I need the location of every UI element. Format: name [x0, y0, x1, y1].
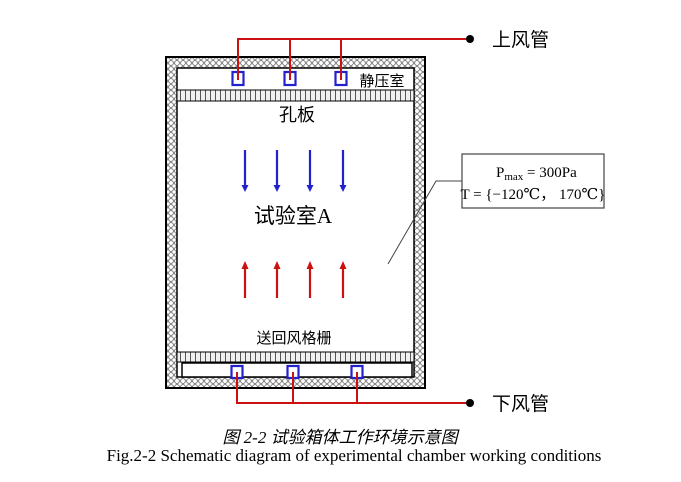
up-arrow-head-icon — [241, 261, 249, 269]
upper-duct-main-pipe — [237, 38, 470, 80]
pressure-condition-text: Pmax = 300Pa — [496, 165, 577, 183]
chamber-inner-cavity — [176, 67, 415, 378]
lower-duct-main-pipe — [236, 372, 470, 404]
upper-duct-junction-dot — [466, 35, 474, 43]
up-arrow-head-icon — [306, 261, 314, 269]
test-room-label: 试验室A — [254, 204, 333, 228]
lower-duct-pipes — [236, 372, 470, 404]
lower-duct-label: 下风管 — [492, 393, 549, 415]
condition-box — [461, 153, 605, 209]
static-pressure-room-label: 静压室 — [359, 73, 404, 90]
upper-duct-label: 上风管 — [492, 29, 549, 51]
upper-duct-pipes — [237, 38, 470, 80]
upflow-arrows — [241, 261, 347, 298]
lower-duct-junction-dot — [466, 399, 474, 407]
condition-leader-line — [387, 180, 462, 265]
up-arrow-head-icon — [339, 261, 347, 269]
down-arrow-head-icon — [339, 185, 347, 192]
orifice-plate-strip — [176, 89, 415, 102]
temperature-condition-text: T = {−120℃， 170℃} — [460, 187, 605, 203]
figure-caption-en: Fig.2-2 Schematic diagram of experimenta… — [107, 446, 602, 465]
downflow-arrows — [241, 150, 347, 192]
orifice-plate-label: 孔板 — [279, 105, 315, 125]
figure-caption-zh: 图 2-2 试验箱体工作环境示意图 — [222, 428, 459, 447]
supply-return-grille-label: 送回风格栅 — [256, 330, 331, 347]
grille-strip — [176, 351, 415, 363]
up-arrow-head-icon — [273, 261, 281, 269]
down-arrow-head-icon — [273, 185, 281, 192]
down-arrow-head-icon — [241, 185, 249, 192]
down-arrow-head-icon — [306, 185, 314, 192]
